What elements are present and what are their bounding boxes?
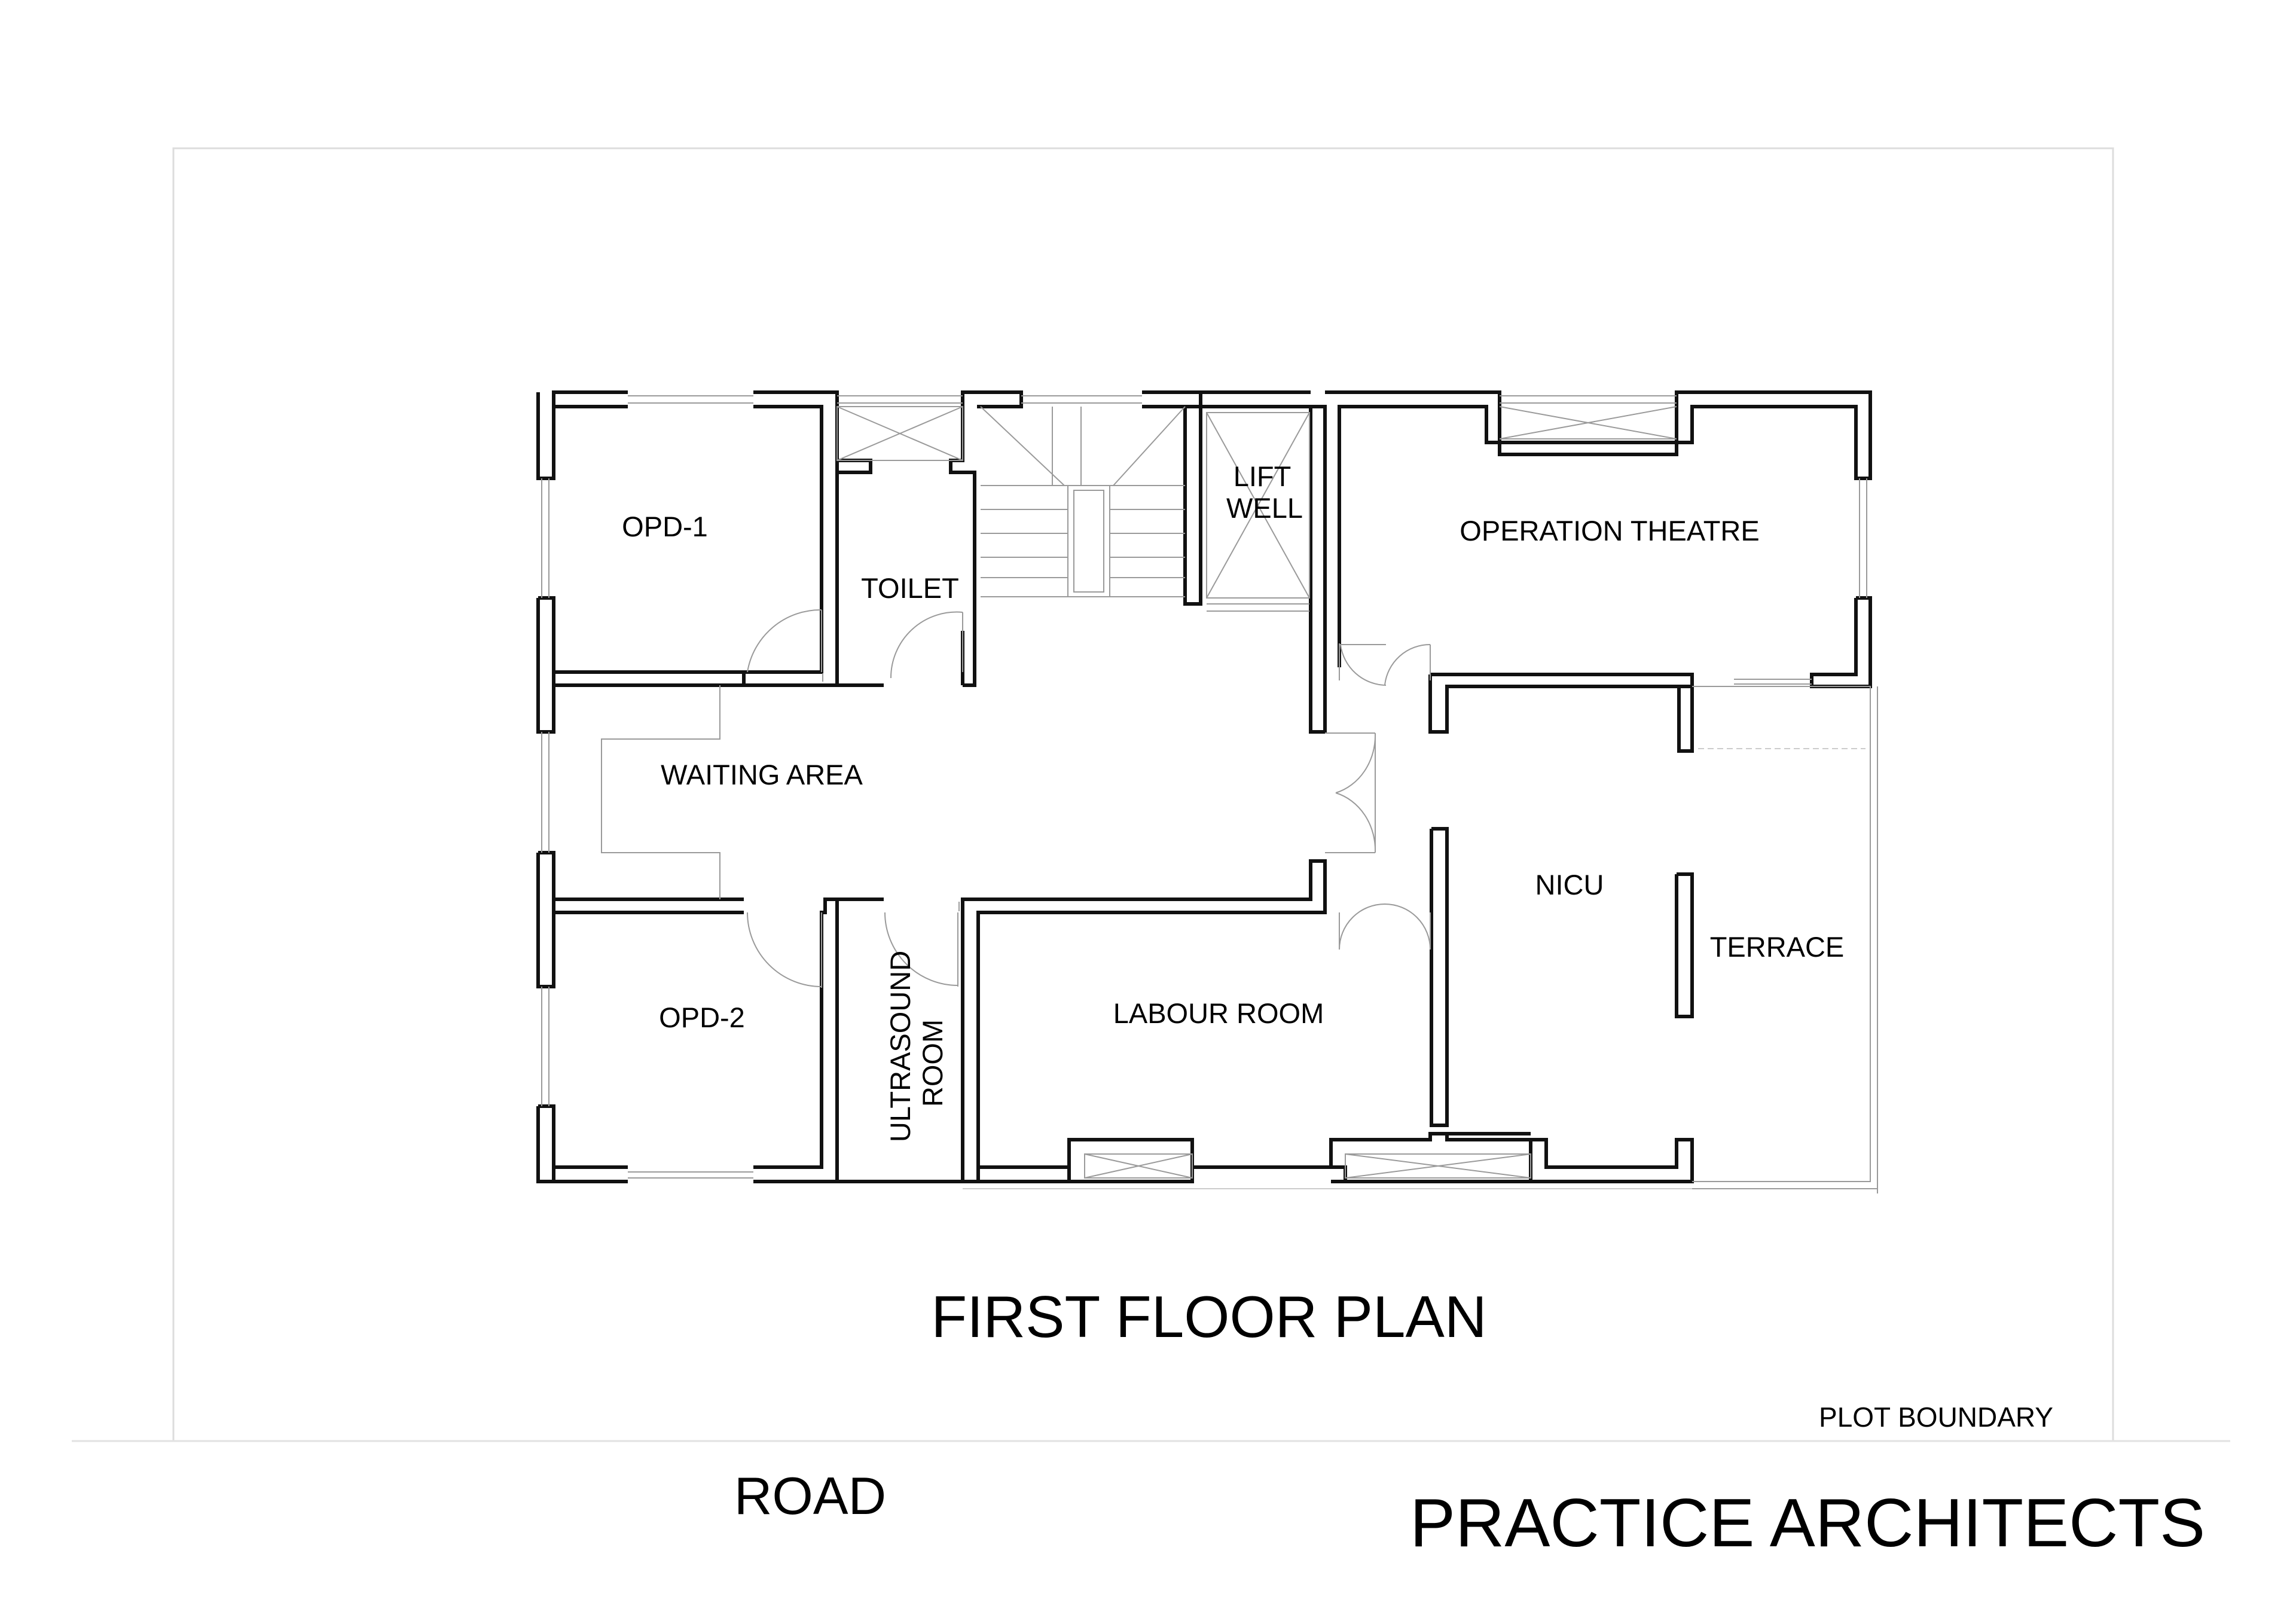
wall-segment [1428, 673, 1694, 734]
drawing-title: FIRST FLOOR PLAN [931, 1284, 1486, 1350]
wall-segment [536, 851, 555, 988]
wall-segment [963, 1138, 1194, 1183]
walls [536, 390, 1872, 1183]
room-label-nicu: NICU [1535, 869, 1604, 900]
wall-segment [837, 459, 872, 474]
wall-segment [1531, 1138, 1694, 1183]
wall-segment [1325, 390, 1872, 667]
room-label-labour-room: LABOUR ROOM [1113, 997, 1324, 1029]
room-label-operation-theatre: OPERATION THEATRE [1460, 515, 1759, 547]
wall-segment [1192, 1132, 1532, 1183]
fixtures [541, 395, 1878, 1193]
wall-segment [1430, 827, 1449, 1127]
wall-segment [1810, 596, 1872, 688]
wall-segment [961, 859, 1327, 1182]
room-label-lift-well-line-2: WELL [1226, 492, 1303, 524]
firm-name: PRACTICE ARCHITECTS [1410, 1485, 2205, 1561]
room-label-ultrasound-line-1: ULTRASOUND [884, 951, 916, 1142]
wall-segment [536, 390, 628, 480]
wall-segment [1677, 685, 1694, 753]
room-label-opd-2: OPD-2 [659, 1002, 745, 1033]
room-label-waiting-area: WAITING AREA [661, 759, 863, 790]
room-label-opd-1: OPD-1 [622, 511, 708, 542]
plot-boundary-label: PLOT BOUNDARY [1819, 1402, 2053, 1433]
wall-segment [742, 390, 839, 687]
room-labels: OPD-1 TOILET LIFT WELL OPERATION THEATRE… [622, 460, 1844, 1142]
road-label: ROAD [734, 1466, 886, 1525]
room-label-toilet: TOILET [861, 572, 959, 604]
wall-segment [1675, 872, 1694, 1018]
room-label-terrace: TERRACE [1710, 931, 1845, 963]
wall-segment [536, 1104, 555, 1183]
room-label-ultrasound-line-2: ROOM [917, 1019, 948, 1107]
wall-segment [753, 898, 839, 1183]
wall-segment [1142, 390, 1202, 606]
wall-segment [1201, 405, 1327, 734]
plot-boundary [172, 147, 2114, 1441]
room-label-lift-well-line-1: LIFT [1234, 460, 1292, 492]
wall-segment [536, 596, 555, 734]
